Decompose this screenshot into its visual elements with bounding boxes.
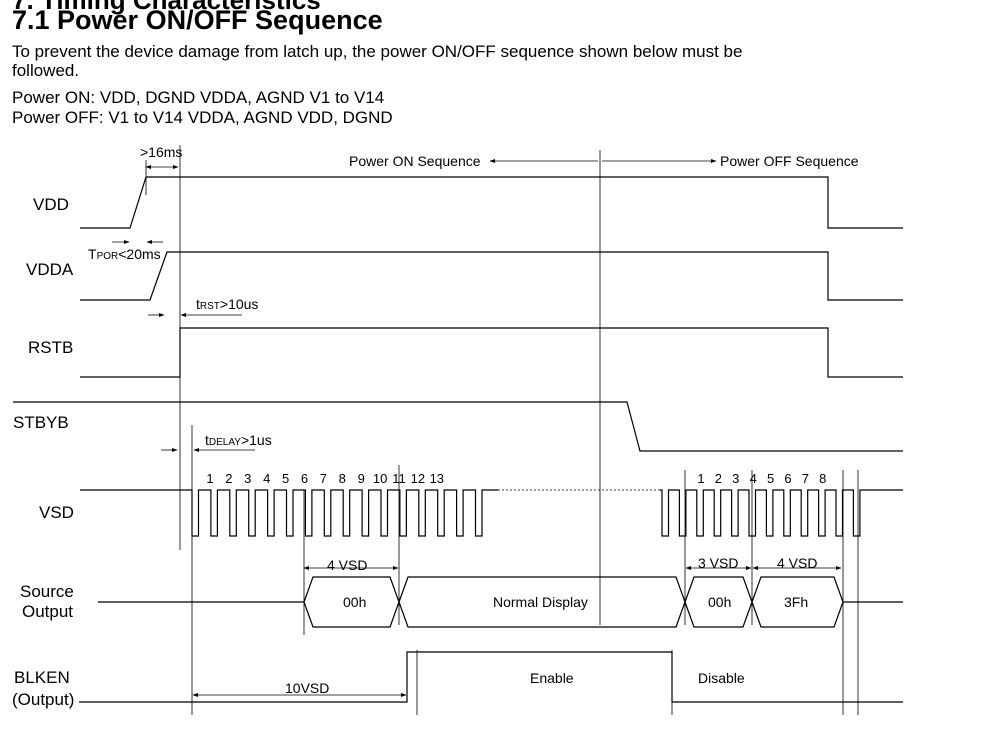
vsd-pulse-number-on-10: 10 [373,471,387,486]
trst-label: tRST>10us [196,296,258,312]
power-on-order: Power ON: VDD, DGND VDDA, AGND V1 to V14 [12,88,385,107]
disable-label: Disable [698,670,745,686]
vsd-pulse-number-off-5: 5 [767,471,774,486]
vsd-pulse-number-on-3: 3 [244,471,251,486]
enable-label: Enable [530,670,574,686]
vdd-label: VDD [33,195,69,214]
vsd-pulse-number-off-2: 2 [715,471,722,486]
tdelay-label: tDELAY>1us [205,432,272,448]
intro-text-line-1: To prevent the device damage from latch … [12,42,743,61]
power-off-order: Power OFF: V1 to V14 VDDA, AGND VDD, DGN… [12,108,393,127]
vdda-waveform [80,251,903,301]
page-title: 7.1 Power ON/OFF Sequence [12,5,383,35]
vsd-pulse-number-off-6: 6 [784,471,791,486]
vsd-pulse-number-off-4: 4 [750,471,757,486]
vsd-pulse-number-on-9: 9 [358,471,365,486]
source-label-line-1: Source [20,582,74,601]
vsd4-span-label-a: 4 VSD [327,557,367,573]
vsd-pulse-number-off-8: 8 [819,471,826,486]
vdda-label: VDDA [26,260,74,279]
timing-guide-lines [179,145,859,715]
vsd-pulse-number-on-4: 4 [263,471,270,486]
vsd-pulse-number-off-1: 1 [697,471,704,486]
vsd10-label: 10VSD [285,680,329,696]
stbyb-label: STBYB [13,413,69,432]
vsd3-span-label: 3 VSD [698,555,738,571]
tpor-label: TPOR<20ms [88,246,161,262]
vsd-pulse-number-on-13: 13 [430,471,444,486]
blken-label-line-1: BLKEN [14,668,70,687]
vsd-pulse-number-on-6: 6 [301,471,308,486]
blken-waveform [79,651,903,703]
t16-label: >16ms [140,144,182,160]
vsd-pulse-number-off-7: 7 [802,471,809,486]
source-state-00h-a: 00h [343,594,366,610]
vsd-pulse-number-on-2: 2 [225,471,232,486]
blken-label-line-2: (Output) [12,690,74,709]
power-off-sequence-label: Power OFF Sequence [720,153,859,169]
stbyb-waveform [13,401,903,452]
rstb-label: RSTB [28,338,73,357]
vsd-pulse-number-on-12: 12 [411,471,425,486]
vsd-pulse-number-off-3: 3 [732,471,739,486]
source-state-normal-display: Normal Display [493,594,588,610]
rstb-waveform [80,327,903,378]
vsd4-span-label-b: 4 VSD [777,555,817,571]
vsd-pulse-number-on-11: 11 [392,471,406,486]
source-state-00h-b: 00h [708,594,731,610]
vsd-pulse-number-on-8: 8 [339,471,346,486]
vsd-label: VSD [39,503,74,522]
vsd-waveform-power-off [660,489,903,537]
source-label-line-2: Output [22,602,73,621]
source-output-waveform [98,576,903,628]
vsd-waveform-power-on [80,489,498,537]
vsd-pulse-number-on-7: 7 [320,471,327,486]
vsd-pulse-number-on-1: 1 [206,471,213,486]
source-state-3fh: 3Fh [784,594,808,610]
vdd-waveform [80,176,903,229]
section-heading-clipped: 7. Timing Characteristics [12,0,321,15]
power-on-sequence-label: Power ON Sequence [349,153,481,169]
intro-text-line-2: followed. [12,61,80,80]
vsd-pulse-number-on-5: 5 [282,471,289,486]
